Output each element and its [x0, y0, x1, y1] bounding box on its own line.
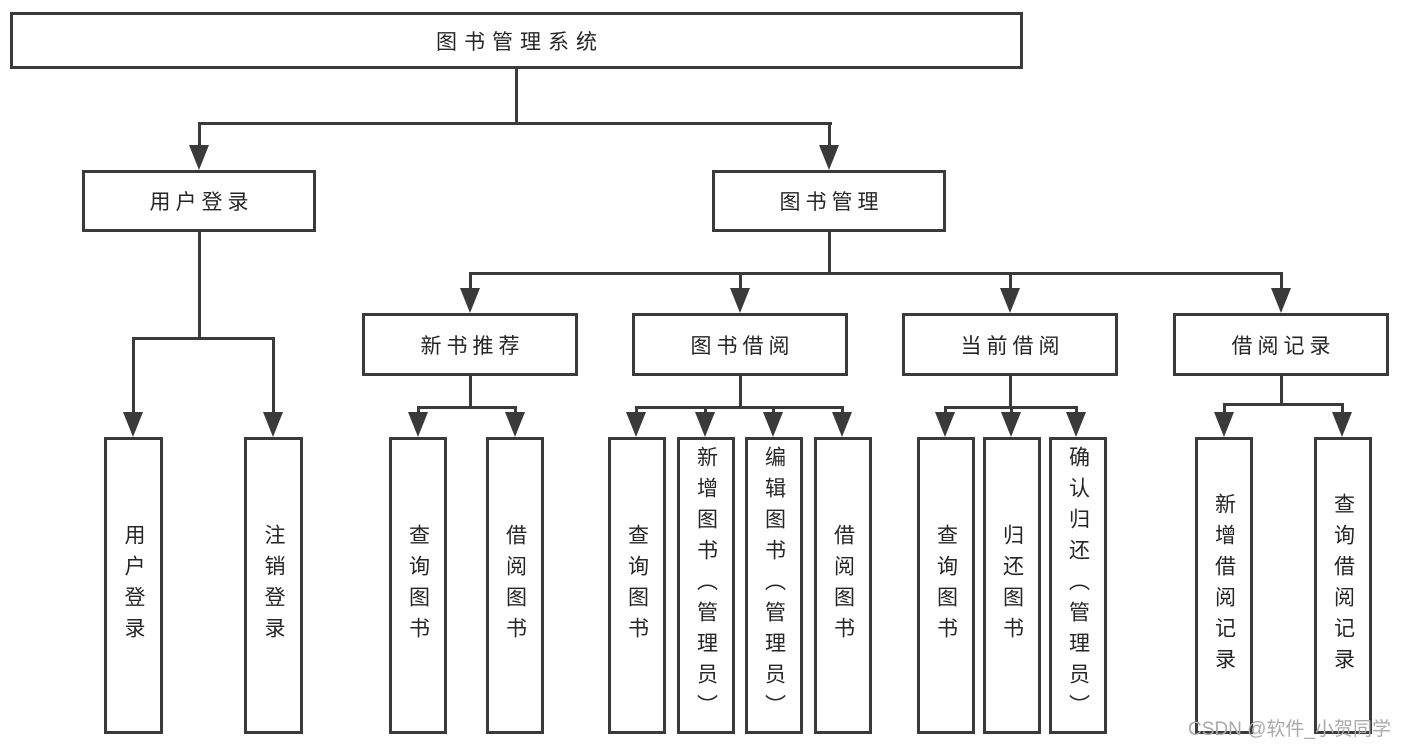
arrow-down-icon: [626, 412, 646, 437]
connector-line: [1280, 376, 1283, 403]
node-label: 图书管理系统: [436, 30, 604, 54]
connector-line: [198, 122, 832, 125]
arrow-down-icon: [763, 412, 783, 437]
arrow-down-icon: [123, 412, 143, 437]
arrow-down-icon: [819, 145, 839, 170]
arrow-down-icon: [1332, 412, 1352, 437]
leaf-user-login: 用户登录: [104, 437, 163, 734]
leaf-label: 查询图书: [934, 523, 958, 648]
leaf-label: 注销登录: [262, 523, 285, 648]
connector-line: [132, 337, 135, 415]
node-label: 当前借阅: [960, 334, 1065, 358]
arrow-down-icon: [408, 412, 428, 437]
node-borrowing-records: 借阅记录: [1173, 313, 1389, 376]
connector-line: [841, 406, 844, 415]
node-label: 新书推荐: [420, 334, 525, 358]
connector-line: [828, 232, 831, 272]
connector-line: [1075, 406, 1078, 415]
connector-line: [132, 337, 273, 340]
arrow-down-icon: [1000, 288, 1020, 313]
connector-line: [1009, 272, 1012, 290]
connector-line: [514, 406, 517, 415]
leaf-label: 编辑图书（管理员）: [762, 446, 786, 725]
connector-line: [739, 272, 742, 290]
connector-line: [828, 122, 831, 150]
connector-line: [704, 406, 707, 415]
connector-line: [1341, 403, 1344, 415]
connector-line: [1223, 403, 1226, 415]
leaf-label: 借阅图书: [503, 523, 527, 648]
leaf-label: 确认归还（管理员）: [1066, 446, 1090, 725]
connector-line: [469, 376, 472, 406]
leaf-label: 归还图书: [1000, 523, 1024, 648]
leaf-label: 查询图书: [406, 523, 430, 648]
connector-line: [469, 272, 472, 290]
arrow-down-icon: [832, 412, 852, 437]
arrow-down-icon: [730, 288, 750, 313]
connector-line: [417, 406, 517, 409]
connector-line: [469, 272, 1282, 275]
node-label: 用户登录: [149, 191, 254, 214]
leaf-label: 借阅图书: [831, 523, 855, 648]
leaf-logout: 注销登录: [244, 437, 303, 734]
leaf-confirm-return-admin: 确认归还（管理员）: [1049, 437, 1107, 734]
leaf-query-books-recommend: 查询图书: [389, 437, 447, 734]
connector-line: [515, 69, 518, 122]
connector-line: [739, 376, 742, 406]
connector-line: [272, 337, 275, 415]
csdn-watermark: CSDN @软件_小贺同学: [1188, 719, 1391, 740]
node-book-borrowing: 图书借阅: [632, 313, 848, 376]
leaf-query-books-current: 查询图书: [917, 437, 975, 734]
connector-line: [1223, 403, 1343, 406]
arrow-down-icon: [460, 288, 480, 313]
arrow-down-icon: [935, 412, 955, 437]
leaf-add-book-admin: 新增图书（管理员）: [677, 437, 735, 734]
arrow-down-icon: [1214, 412, 1234, 437]
leaf-return-book: 归还图书: [983, 437, 1041, 734]
connector-line: [198, 122, 201, 150]
leaf-query-borrow-record: 查询借阅记录: [1314, 437, 1372, 734]
node-label: 图书借阅: [690, 334, 795, 358]
connector-line: [417, 406, 420, 415]
leaf-add-borrow-record: 新增借阅记录: [1195, 437, 1253, 734]
arrow-down-icon: [505, 412, 525, 437]
leaf-query-books-borrowing: 查询图书: [608, 437, 666, 734]
node-label: 借阅记录: [1231, 334, 1336, 358]
arrow-down-icon: [695, 412, 715, 437]
arrow-down-icon: [189, 145, 209, 170]
leaf-label: 用户登录: [122, 523, 145, 648]
connector-line: [944, 406, 947, 415]
node-library-management-system: 图书管理系统: [10, 12, 1023, 69]
leaf-borrow-books: 借阅图书: [814, 437, 872, 734]
connector-line: [198, 232, 201, 337]
leaf-label: 查询图书: [625, 523, 649, 648]
node-new-book-recommendation: 新书推荐: [362, 313, 578, 376]
arrow-down-icon: [1066, 412, 1086, 437]
arrow-down-icon: [1271, 288, 1291, 313]
arrow-down-icon: [263, 412, 283, 437]
arrow-down-icon: [1001, 412, 1021, 437]
leaf-edit-book-admin: 编辑图书（管理员）: [745, 437, 803, 734]
leaf-label: 新增借阅记录: [1212, 492, 1236, 679]
connector-line: [772, 406, 775, 415]
leaf-borrow-books-recommend: 借阅图书: [486, 437, 544, 734]
node-label: 图书管理: [779, 191, 884, 214]
connector-line: [1009, 376, 1012, 406]
leaf-label: 查询借阅记录: [1331, 492, 1355, 679]
connector-line: [1010, 406, 1013, 415]
connector-line: [635, 406, 844, 409]
connector-line: [1280, 272, 1283, 290]
leaf-label: 新增图书（管理员）: [694, 446, 718, 725]
node-current-borrowing: 当前借阅: [902, 313, 1118, 376]
node-book-management: 图书管理: [712, 170, 946, 232]
node-user-login: 用户登录: [82, 170, 316, 232]
connector-line: [635, 406, 638, 415]
